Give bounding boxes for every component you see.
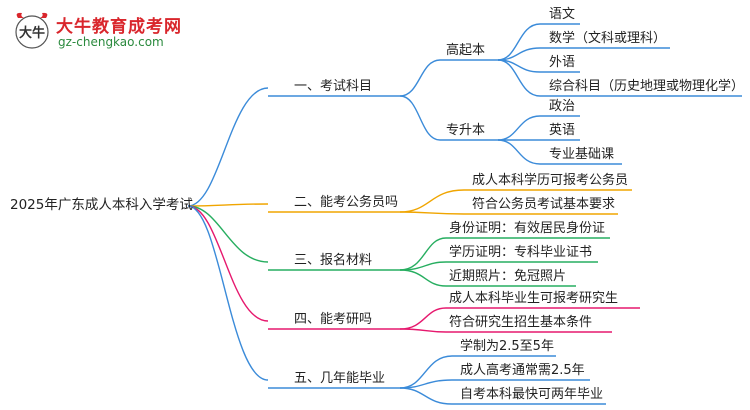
- logo-mark-text: 大牛: [19, 25, 45, 41]
- connector-zsb-3: [497, 139, 541, 165]
- connector-gqb-4: [497, 59, 541, 97]
- connector-b3-3: [399, 269, 447, 287]
- branch-exam-subjects: 一、考试科目: [294, 79, 373, 94]
- branch-graduation-years: 五、几年能毕业: [294, 371, 386, 386]
- brand-title: 大牛教育成考网: [56, 17, 182, 37]
- branch-graduate-exam: 四、能考研吗: [294, 312, 373, 327]
- connector-b3-1: [399, 237, 447, 271]
- connector-zsb-1: [497, 115, 541, 141]
- connector-b2-1: [399, 189, 465, 213]
- leaf-english: 英语: [549, 123, 576, 138]
- brand-url: gz-chengkao.com: [58, 35, 164, 49]
- leaf-graduate-2: 符合研究生招生基本条件: [449, 315, 593, 330]
- leaf-years-3: 自考本科最快可两年毕业: [460, 387, 604, 402]
- connector-b5-3: [399, 387, 453, 405]
- mindmap-root: 2025年广东成人本科入学考试: [10, 197, 193, 213]
- connector-b4-2: [399, 328, 447, 333]
- leaf-civil-servant-1: 成人本科学历可报考公务员: [472, 173, 629, 188]
- sub-branch-gaoqiben: 高起本: [446, 43, 486, 58]
- leaf-politics: 政治: [549, 99, 576, 114]
- connector-root-b2: [187, 203, 269, 207]
- connector-root-b4: [187, 205, 269, 322]
- leaf-graduate-1: 成人本科毕业生可报考研究生: [449, 291, 619, 306]
- connector-root-b3: [187, 205, 269, 263]
- leaf-photo: 近期照片：免冠照片: [449, 269, 567, 284]
- connector-root-b1: [187, 87, 269, 207]
- leaf-id-proof: 身份证明：有效居民身份证: [449, 221, 606, 236]
- leaf-years-1: 学制为2.5至5年: [460, 339, 554, 354]
- branch-civil-servant: 二、能考公务员吗: [294, 195, 399, 210]
- leaf-comprehensive: 综合科目（历史地理或物理化学）: [549, 79, 745, 94]
- leaf-major-basics: 专业基础课: [549, 147, 615, 162]
- connector-root-b5: [187, 205, 269, 381]
- leaf-math: 数学（文科或理科）: [549, 31, 667, 46]
- leaf-foreign-language: 外语: [549, 55, 576, 70]
- sub-branch-zhuanshengben: 专升本: [446, 123, 486, 138]
- branch-application-materials: 三、报名材料: [294, 253, 373, 268]
- leaf-education-proof: 学历证明：专科毕业证书: [449, 245, 593, 260]
- bull-logo-icon: 大牛: [15, 12, 49, 49]
- leaf-chinese: 语文: [549, 7, 576, 22]
- connector-b2-2: [399, 211, 465, 215]
- leaf-civil-servant-2: 符合公务员考试基本要求: [472, 197, 616, 212]
- connector-b4-1: [399, 307, 447, 330]
- connector-gqb-1: [497, 23, 541, 61]
- connector-b1-zsb: [399, 95, 441, 141]
- leaf-years-2: 成人高考通常需2.5年: [460, 363, 585, 378]
- brand-logo: 大牛 大牛教育成考网 gz-chengkao.com: [12, 10, 232, 54]
- connector-b1-gqb: [399, 59, 441, 97]
